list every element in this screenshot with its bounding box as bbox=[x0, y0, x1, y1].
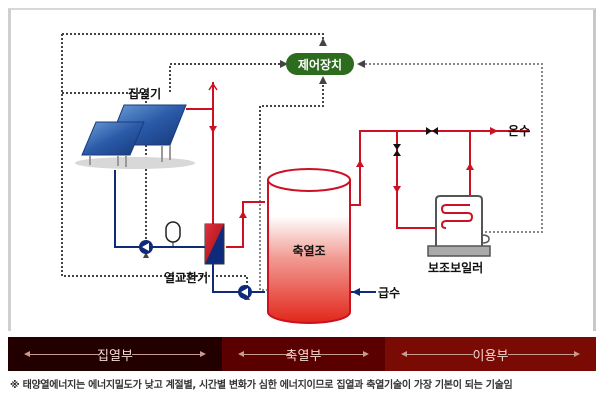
arrowhead-icon bbox=[239, 211, 247, 218]
arrowhead-icon bbox=[352, 288, 360, 296]
storage-tank-icon[interactable] bbox=[267, 168, 351, 324]
arrowhead-icon bbox=[490, 127, 498, 135]
vent-arrow-icon bbox=[208, 82, 218, 91]
aux-boiler-label: 보조보일러 bbox=[428, 260, 483, 275]
arrow-left-icon bbox=[24, 351, 30, 357]
collector-label: 집열기 bbox=[128, 86, 161, 101]
control-line-boiler bbox=[365, 63, 543, 233]
aux-boiler-icon[interactable] bbox=[427, 195, 491, 257]
band-label: 이용부 bbox=[472, 348, 509, 364]
hot-water-label: 온수 bbox=[508, 123, 530, 138]
controller-label: 제어장치 bbox=[298, 57, 342, 72]
storage-tank-label: 축열조 bbox=[292, 243, 325, 258]
expansion-tank-icon bbox=[165, 221, 181, 247]
controller-node[interactable]: 제어장치 bbox=[286, 53, 354, 75]
band-label: 집열부 bbox=[97, 348, 133, 364]
control-arrowheads bbox=[143, 38, 365, 300]
valve-icon[interactable] bbox=[393, 144, 401, 156]
arrowhead-icon bbox=[143, 252, 149, 258]
arrow-right-icon bbox=[574, 351, 580, 357]
control-line-outer-left bbox=[61, 34, 248, 300]
arrowhead-icon bbox=[356, 160, 364, 167]
arrow-right-icon bbox=[200, 351, 206, 357]
supply-water-label: 급수 bbox=[378, 286, 400, 300]
band-storage: 축열부 bbox=[222, 337, 385, 371]
arrowhead-icon bbox=[393, 186, 401, 193]
band-collection: 집열부 bbox=[8, 337, 222, 371]
footnote: ※ 태양열에너지는 에너지밀도가 낮고 계절별, 시간별 변화가 심한 에너지이… bbox=[10, 380, 513, 391]
arrowhead-icon bbox=[319, 76, 327, 84]
control-line-collector bbox=[169, 63, 280, 92]
arrowhead-icon bbox=[466, 163, 474, 170]
controller-box bbox=[286, 53, 354, 75]
control-line-outer bbox=[62, 33, 324, 46]
pump-icon[interactable] bbox=[139, 240, 153, 254]
arrowhead-icon bbox=[280, 60, 288, 68]
control-line-pump1 bbox=[62, 92, 147, 258]
control-line-tank bbox=[259, 84, 324, 168]
valve-icon[interactable] bbox=[426, 127, 438, 135]
band-label: 축열부 bbox=[285, 348, 322, 364]
heat-exchanger-label: 열교환기 bbox=[164, 270, 208, 285]
heat-exchanger-icon[interactable] bbox=[204, 223, 225, 265]
arrow-left-icon bbox=[238, 351, 244, 357]
hot-arrowheads bbox=[209, 126, 498, 218]
band-usage: 이용부 bbox=[385, 337, 596, 371]
solar-thermal-system-diagram: 제어장치 집열기 bbox=[61, 33, 543, 324]
pump-icon[interactable] bbox=[238, 285, 252, 299]
arrow-left-icon bbox=[401, 351, 407, 357]
solar-collector-icon bbox=[75, 104, 195, 169]
arrowhead-icon bbox=[357, 60, 365, 68]
arrow-right-icon bbox=[363, 351, 369, 357]
section-bands: 집열부 축열부 이용부 bbox=[8, 337, 596, 371]
arrowhead-icon bbox=[209, 126, 217, 133]
arrowhead-icon bbox=[319, 38, 327, 46]
